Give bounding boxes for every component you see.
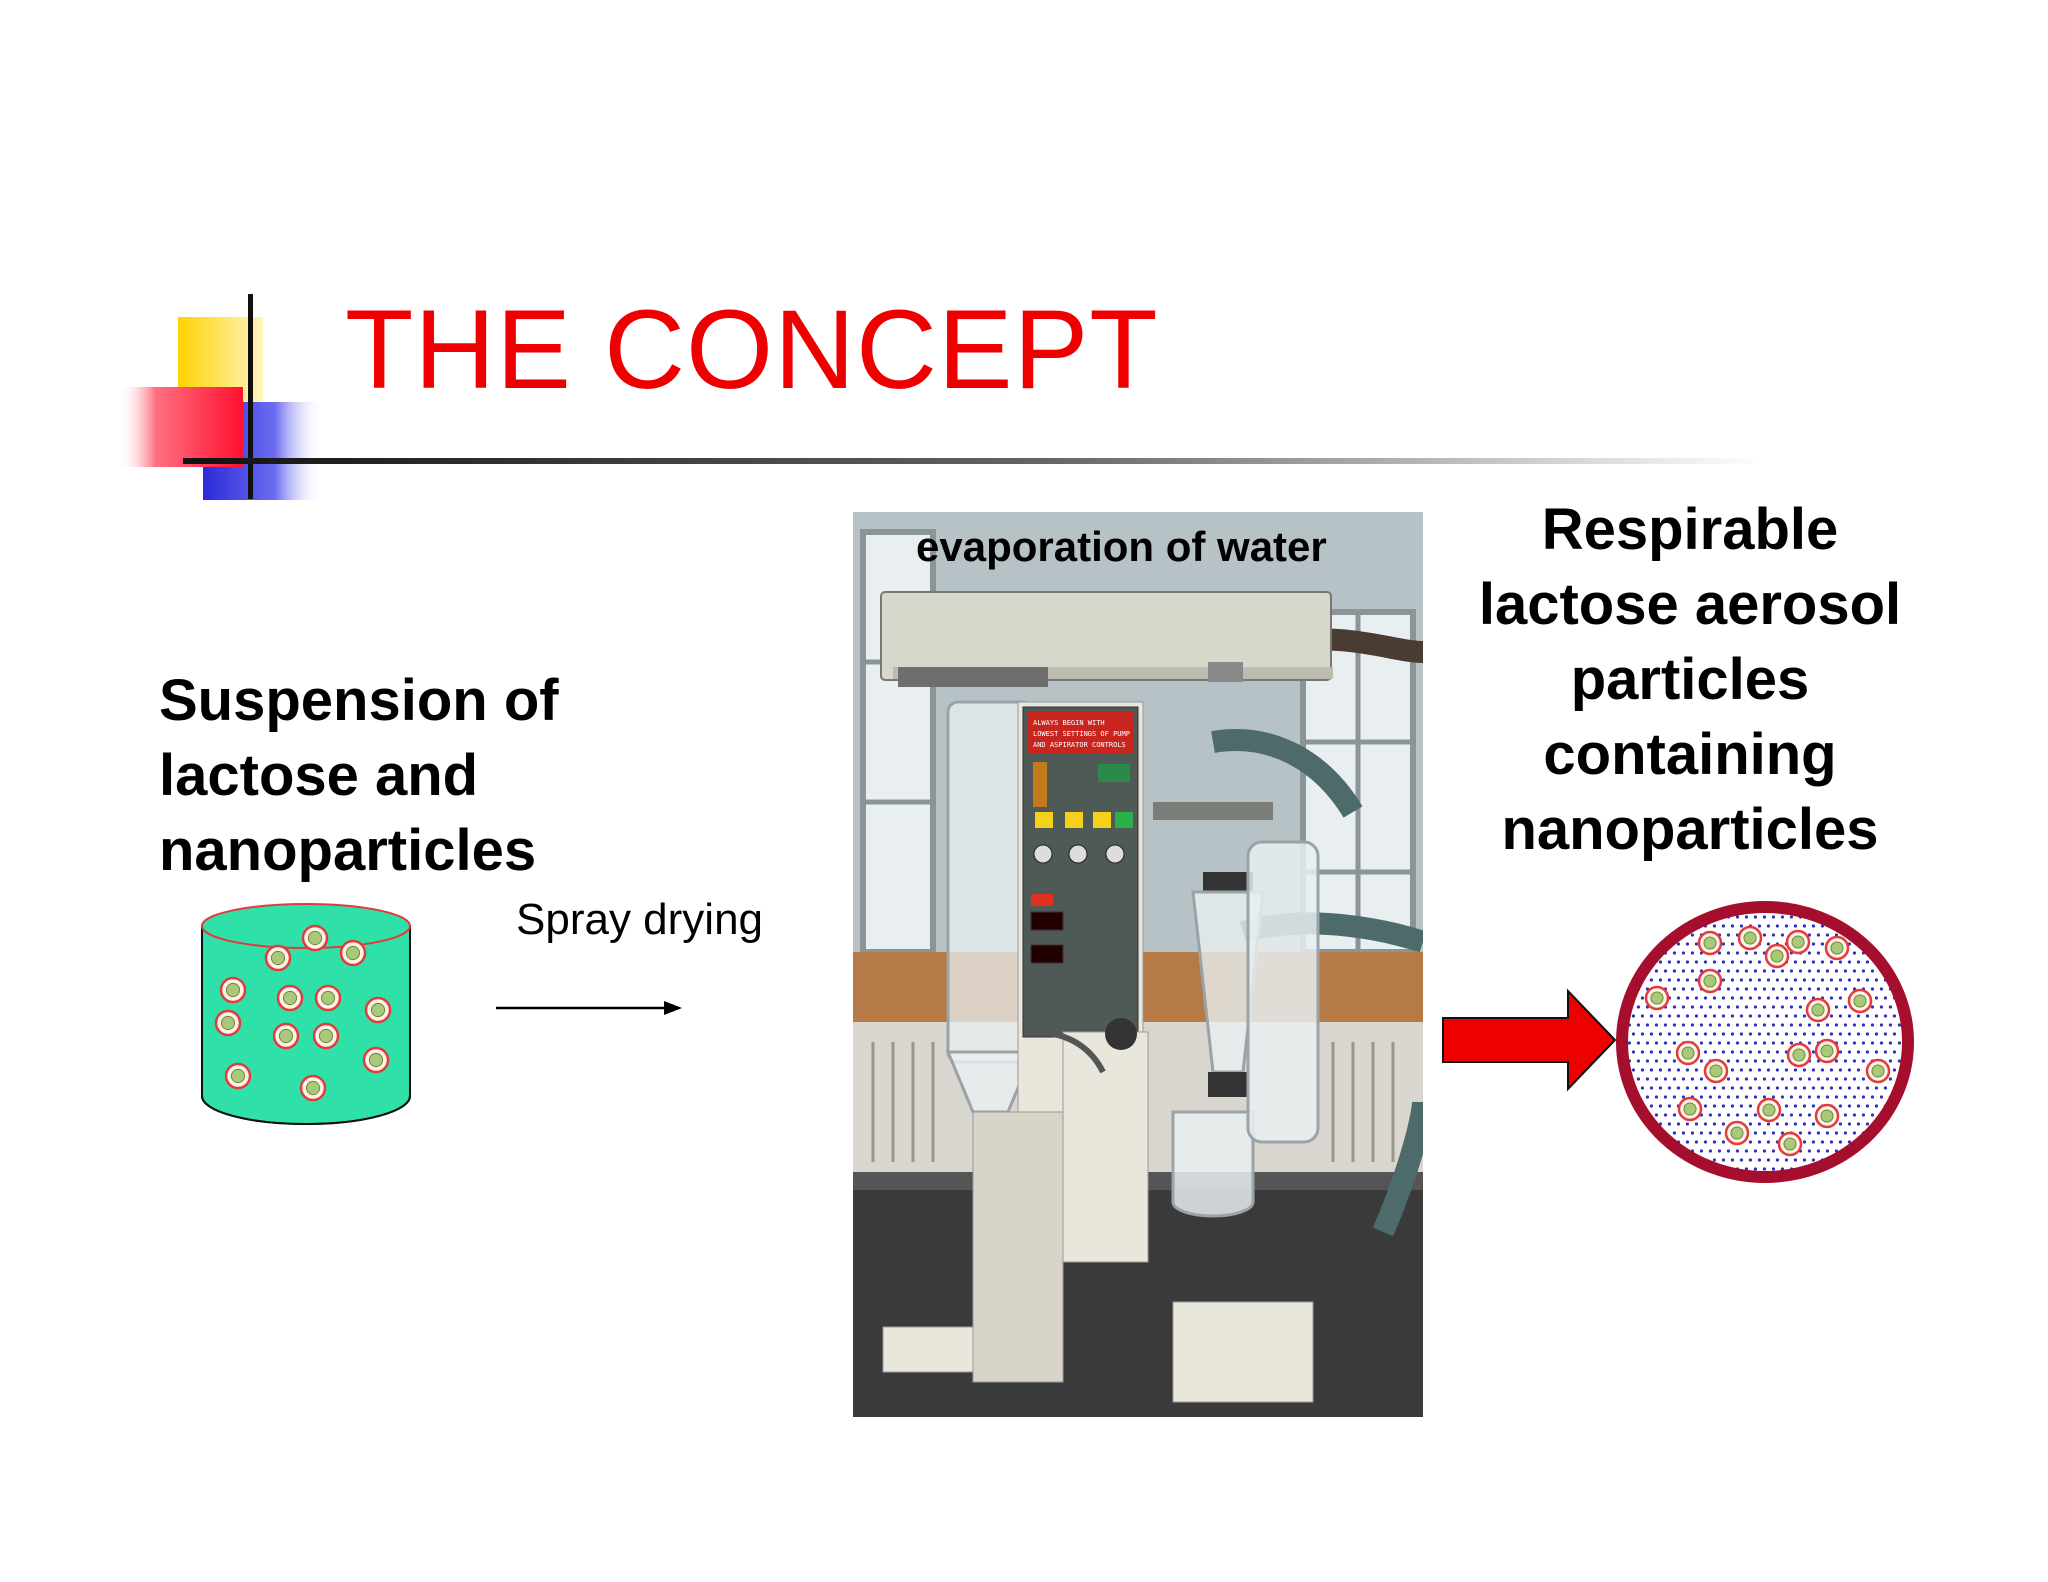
- nanoparticle-icon: [1737, 925, 1763, 951]
- nanoparticle-icon: [1785, 929, 1811, 955]
- particle-circle-icon: [1616, 901, 1914, 1183]
- nanoparticle-icon: [276, 984, 304, 1012]
- nanoparticle-icon: [1724, 1120, 1750, 1146]
- nanoparticle-icon: [219, 976, 247, 1004]
- input-label: Suspension of lactose and nanoparticles: [159, 663, 759, 888]
- input-label-line: nanoparticles: [159, 818, 537, 883]
- output-label-line: containing: [1543, 722, 1837, 787]
- nanoparticle-icon: [1814, 1103, 1840, 1129]
- nanoparticle-icon: [1824, 935, 1850, 961]
- arrow-right-icon: [496, 1001, 682, 1015]
- svg-text:LOWEST SETTINGS OF PUMP: LOWEST SETTINGS OF PUMP: [1033, 730, 1130, 738]
- nanoparticle-icon: [1805, 997, 1831, 1023]
- svg-text:AND ASPIRATOR CONTROLS: AND ASPIRATOR CONTROLS: [1033, 741, 1126, 749]
- nanoparticle-icon: [1677, 1096, 1703, 1122]
- nanoparticle-icon: [1756, 1097, 1782, 1123]
- nanoparticle-icon: [1703, 1058, 1729, 1084]
- nanoparticle-icon: [1697, 930, 1723, 956]
- nanoparticle-icon: [1865, 1058, 1891, 1084]
- nanoparticle-icon: [312, 1022, 340, 1050]
- nanoparticle-icon: [1814, 1038, 1840, 1064]
- output-label: Respirable lactose aerosol particles con…: [1440, 492, 1940, 867]
- nanoparticle-icon: [362, 1046, 390, 1074]
- nanoparticle-icon: [264, 944, 292, 972]
- nanoparticle-icon: [301, 924, 329, 952]
- nanoparticle-icon: [1697, 968, 1723, 994]
- nanoparticle-icon: [272, 1022, 300, 1050]
- nanoparticle-icon: [1644, 985, 1670, 1011]
- big-arrow-icon: [1442, 988, 1617, 1092]
- input-label-line: Suspension of: [159, 668, 559, 733]
- nanoparticle-icon: [214, 1009, 242, 1037]
- output-label-line: lactose aerosol: [1478, 572, 1902, 637]
- nanoparticle-icon: [314, 984, 342, 1012]
- nanoparticle-icon: [339, 939, 367, 967]
- nanoparticle-icon: [224, 1062, 252, 1090]
- output-label-line: Respirable: [1541, 497, 1839, 562]
- nanoparticle-icon: [1847, 988, 1873, 1014]
- photo-caption: evaporation of water: [916, 523, 1327, 570]
- process-label: Spray drying: [516, 895, 764, 944]
- output-label-line: nanoparticles: [1501, 797, 1879, 862]
- svg-text:ALWAYS BEGIN WITH: ALWAYS BEGIN WITH: [1033, 719, 1105, 727]
- input-label-line: lactose and: [159, 743, 479, 808]
- beaker-icon: [201, 903, 411, 1125]
- slide-title: THE CONCEPT: [345, 287, 1159, 412]
- nanoparticle-icon: [1777, 1131, 1803, 1157]
- spray-dryer-photo: ALWAYS BEGIN WITH LOWEST SETTINGS OF PUM…: [853, 512, 1423, 1417]
- nanoparticle-icon: [1786, 1042, 1812, 1068]
- corner-accent-icon: [118, 294, 1760, 500]
- nanoparticle-icon: [364, 996, 392, 1024]
- output-label-line: particles: [1570, 647, 1810, 712]
- nanoparticle-icon: [299, 1074, 327, 1102]
- nanoparticle-icon: [1764, 943, 1790, 969]
- nanoparticle-icon: [1675, 1040, 1701, 1066]
